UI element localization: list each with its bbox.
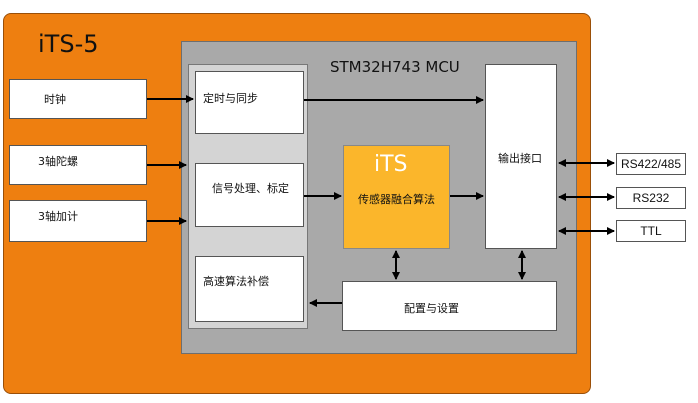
its-core-block	[343, 145, 450, 249]
input-accel-label: 3轴加计	[38, 210, 78, 223]
input-clock-label: 时钟	[44, 93, 66, 106]
proc-timing-label: 定时与同步	[203, 92, 258, 105]
proc-signal-box	[195, 163, 304, 227]
its-core-subtitle: 传感器融合算法	[358, 193, 435, 206]
mcu-title: STM32H743 MCU	[330, 58, 460, 76]
output-ttl: TTL	[616, 220, 686, 242]
proc-signal-label: 信号处理、标定	[212, 182, 289, 195]
config-box	[342, 281, 557, 331]
output-rs232: RS232	[616, 187, 686, 209]
input-gyro-box	[9, 145, 147, 185]
input-clock-box	[9, 79, 147, 119]
input-accel-box	[9, 200, 147, 242]
output-interface-box	[485, 64, 557, 249]
config-label: 配置与设置	[404, 302, 459, 315]
diagram-title: iTS-5	[38, 30, 99, 58]
its-core-title: iTS	[374, 152, 408, 177]
proc-comp-box	[195, 256, 304, 322]
input-gyro-label: 3轴陀螺	[38, 155, 78, 168]
output-rs422-485: RS422/485	[616, 153, 686, 175]
proc-comp-label: 高速算法补偿	[203, 275, 269, 288]
proc-timing-box	[195, 71, 304, 134]
output-interface-label: 输出接口	[498, 152, 542, 165]
